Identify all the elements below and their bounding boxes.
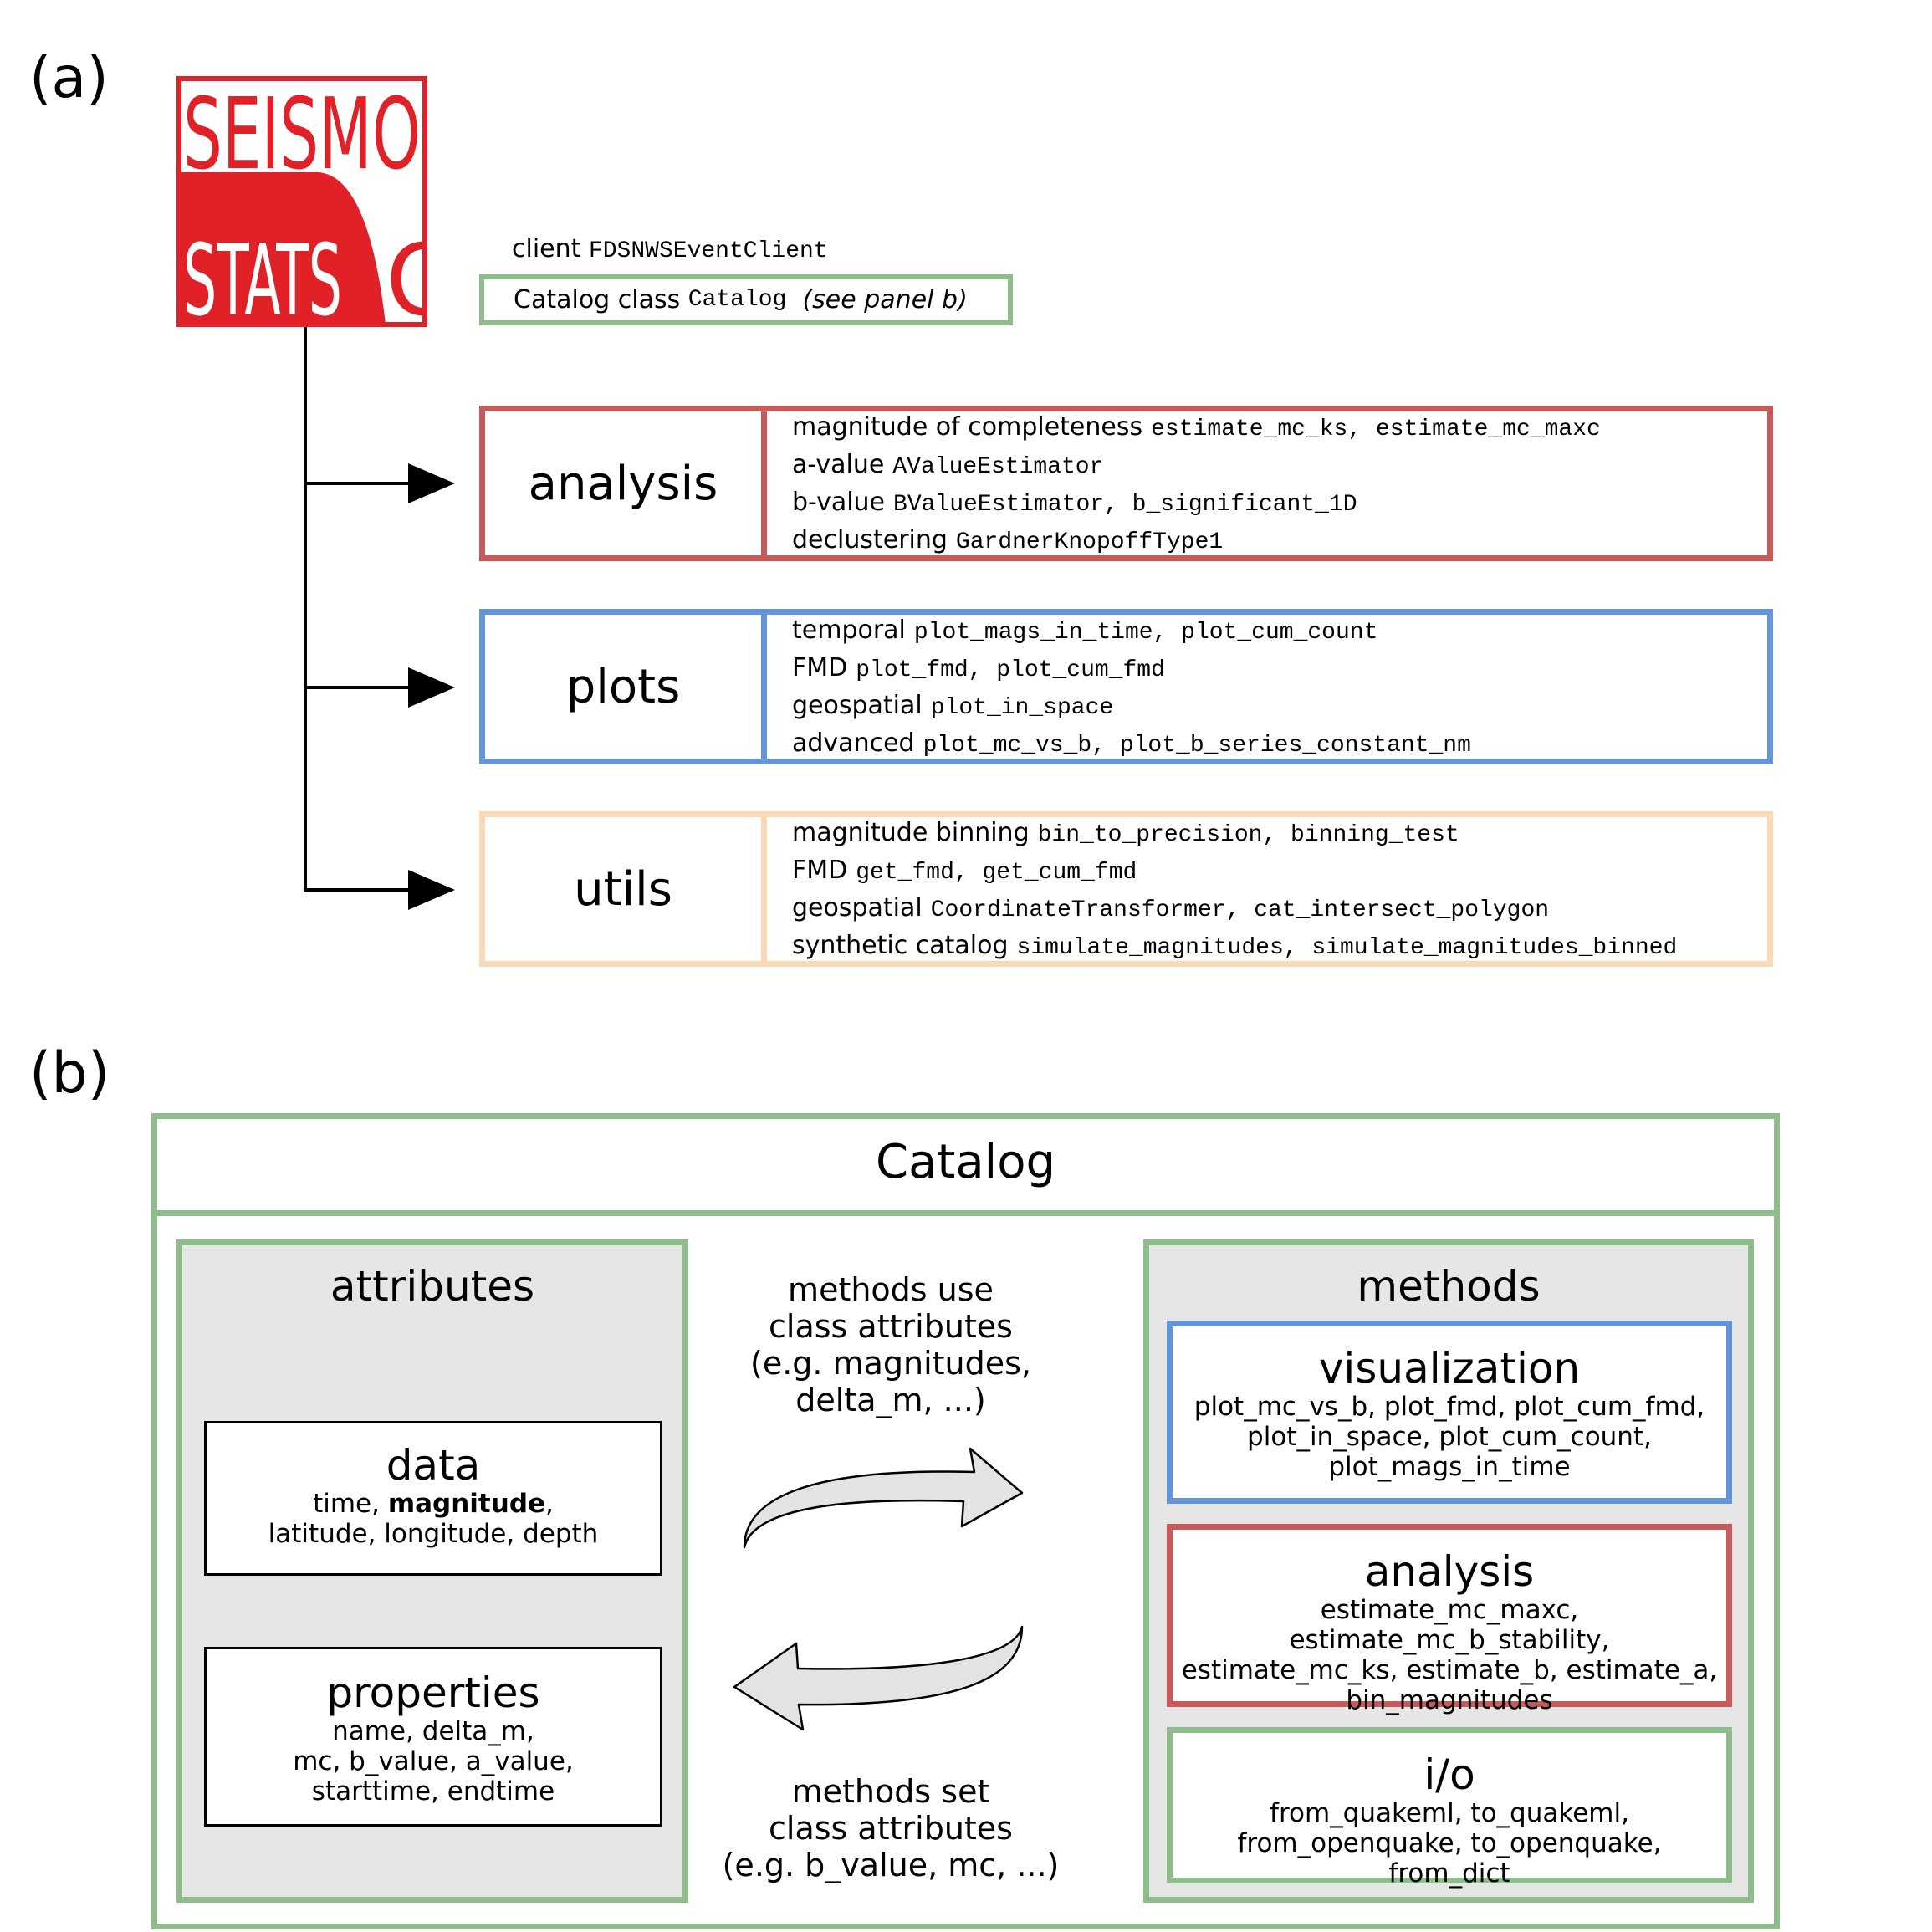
io-line: from_openquake, to_openquake, from_dict bbox=[1237, 1828, 1662, 1889]
logo-text-o: O bbox=[386, 222, 427, 327]
methods-title: methods bbox=[1357, 1262, 1541, 1311]
client-label: client bbox=[512, 234, 581, 263]
attributes-box: attributes data time, magnitude, latitud… bbox=[176, 1239, 688, 1903]
visualization-line: plot_mags_in_time bbox=[1328, 1452, 1571, 1482]
analysis-line: bin_magnitudes bbox=[1346, 1685, 1553, 1715]
client-class-name: FDSNWSEventClient bbox=[588, 238, 828, 264]
tree-connector bbox=[304, 327, 455, 910]
seismostats-logo: SEISMO STATS O bbox=[176, 76, 427, 327]
panel-label-a: (a) bbox=[29, 45, 109, 111]
arrow-right-icon bbox=[743, 1447, 1024, 1549]
visualization-box: visualization plot_mc_vs_b, plot_fmd, pl… bbox=[1167, 1321, 1732, 1504]
io-title: i/o bbox=[1423, 1751, 1475, 1799]
catalog-class-note: (see panel b) bbox=[802, 285, 968, 314]
analysis-methods-box: analysis estimate_mc_maxc, estimate_mc_b… bbox=[1167, 1524, 1732, 1715]
module-utils-name: utils bbox=[485, 817, 767, 961]
analysis-methods-title: analysis bbox=[1364, 1547, 1535, 1596]
data-title: data bbox=[386, 1441, 481, 1490]
analysis-line: estimate_mc_maxc, estimate_mc_b_stabilit… bbox=[1289, 1595, 1610, 1655]
visualization-title: visualization bbox=[1318, 1344, 1581, 1393]
catalog-class-diagram bbox=[151, 1113, 1780, 1929]
client-line: client FDSNWSEventClient bbox=[512, 234, 828, 264]
logo-text-stats: STATS bbox=[183, 222, 342, 327]
panel-label-b: (b) bbox=[29, 1040, 110, 1107]
data-line-2: latitude, longitude, depth bbox=[268, 1519, 599, 1549]
methods-box: methods visualization plot_mc_vs_b, plot… bbox=[1143, 1239, 1754, 1903]
curved-arrows bbox=[733, 1447, 1024, 1731]
catalog-title: Catalog bbox=[151, 1113, 1780, 1216]
properties-title: properties bbox=[326, 1669, 540, 1717]
methods-use-text: methods use class attributes (e.g. magni… bbox=[750, 1271, 1031, 1418]
data-line-1: time, magnitude, bbox=[313, 1489, 554, 1519]
catalog-class-name: Catalog bbox=[687, 287, 787, 313]
catalog-class-label: Catalog class bbox=[514, 285, 681, 314]
module-analysis-name: analysis bbox=[485, 411, 767, 555]
arrow-left-icon bbox=[733, 1625, 1024, 1731]
logo-text-seismo: SEISMO bbox=[183, 76, 421, 192]
io-line: from_quakeml, to_quakeml, bbox=[1270, 1798, 1629, 1828]
properties-line-1: name, delta_m, bbox=[332, 1716, 534, 1746]
visualization-line: plot_in_space, plot_cum_count, bbox=[1247, 1422, 1652, 1452]
properties-line-2: mc, b_value, a_value, bbox=[293, 1746, 574, 1776]
io-box: i/o from_quakeml, to_quakeml, from_openq… bbox=[1167, 1727, 1732, 1889]
properties-box: properties name, delta_m, mc, b_value, a… bbox=[204, 1647, 662, 1827]
methods-set-text: methods set class attributes (e.g. b_val… bbox=[722, 1773, 1060, 1883]
properties-line-3: starttime, endtime bbox=[311, 1776, 555, 1807]
module-plots-name: plots bbox=[485, 615, 767, 759]
attributes-title: attributes bbox=[330, 1262, 535, 1311]
catalog-class-box: Catalog class Catalog (see panel b) bbox=[479, 274, 1013, 325]
data-magnitude-bold: magnitude bbox=[387, 1489, 546, 1519]
visualization-line: plot_mc_vs_b, plot_fmd, plot_cum_fmd, bbox=[1193, 1392, 1705, 1422]
analysis-line: estimate_mc_ks, estimate_b, estimate_a, bbox=[1181, 1655, 1718, 1685]
data-box: data time, magnitude, latitude, longitud… bbox=[204, 1421, 662, 1576]
